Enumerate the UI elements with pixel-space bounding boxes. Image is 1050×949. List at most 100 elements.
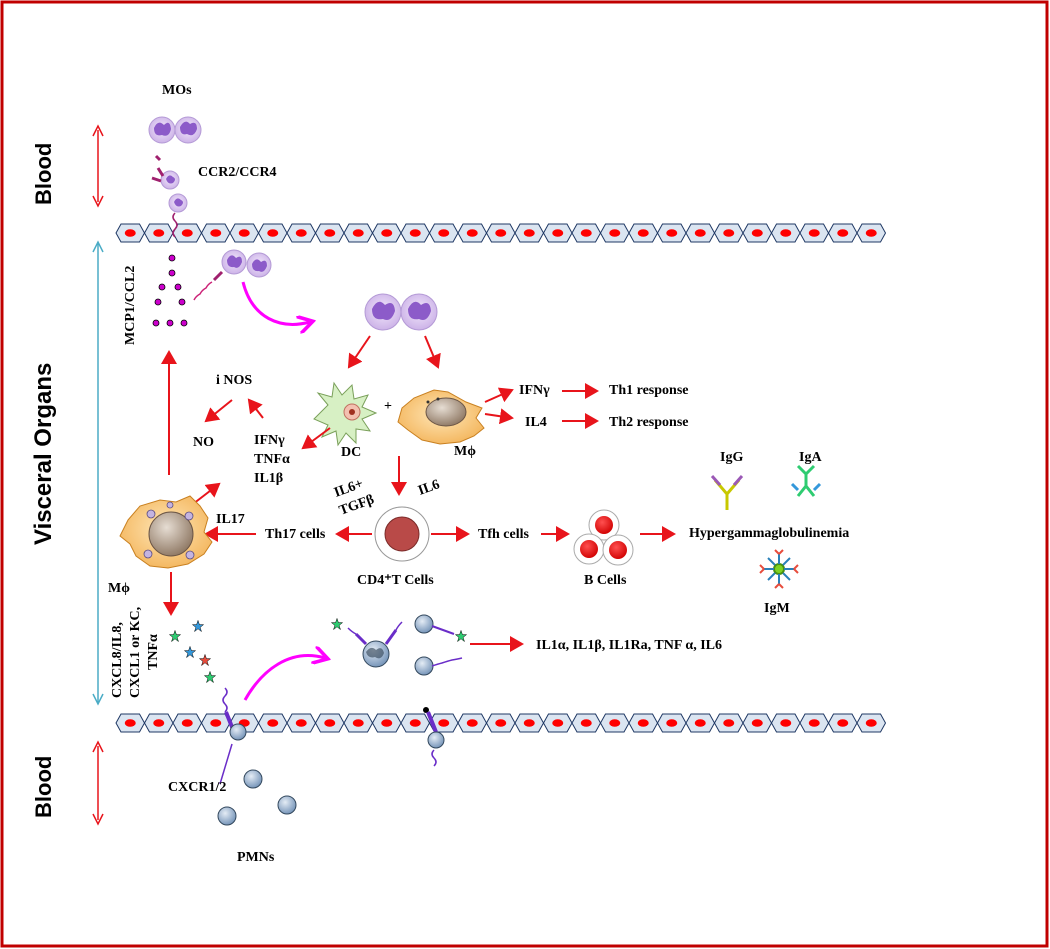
cxcr-label: CXCR1/2: [168, 780, 226, 795]
igg-label: IgG: [720, 450, 743, 465]
cxcl-label-2: CXCL1 or KC,: [128, 607, 143, 698]
endothelial-nucleus: [409, 719, 421, 727]
endothelial-nucleus: [865, 229, 877, 237]
bcells-label: B Cells: [584, 573, 627, 588]
mos-label: MOs: [162, 83, 192, 98]
monocyte-pair-blood: [148, 116, 202, 144]
il1b-left-label: IL1β: [254, 471, 283, 486]
endothelial-nucleus: [495, 229, 507, 237]
endothelial-nucleus: [295, 229, 307, 237]
neutrophil-activated-upper: [414, 614, 455, 635]
endothelial-nucleus: [780, 719, 792, 727]
blood-bottom-label: Blood: [31, 756, 56, 818]
endothelial-nucleus: [523, 719, 535, 727]
mphi-left-label: Mϕ: [108, 581, 130, 596]
endothelial-nucleus: [210, 719, 222, 727]
dc-label: DC: [341, 445, 361, 460]
endothelial-nucleus: [865, 719, 877, 727]
mphi-top-label: Mϕ: [454, 444, 476, 459]
neutrophil-activated-lower: [414, 656, 463, 676]
endothelial-nucleus: [666, 719, 678, 727]
endothelial-nucleus: [352, 719, 364, 727]
endothelial-nucleus: [124, 719, 136, 727]
neutrophil-right-membrane: [423, 707, 445, 767]
iga-antibody: [790, 464, 822, 497]
endothelial-nucleus: [466, 719, 478, 727]
side-arrow-top: [92, 124, 104, 208]
endothelial-nucleus: [808, 229, 820, 237]
il6-label: IL6: [416, 477, 442, 499]
monocyte-receptor-group: [151, 154, 188, 238]
ifng-right-label: IFNγ: [519, 383, 550, 398]
cxcl-label-1: CXCL8/IL8,: [110, 622, 125, 698]
tnfa-left-label: TNFα: [254, 452, 290, 467]
hyper-label: Hypergammaglobulinemia: [689, 526, 849, 541]
endothelial-nucleus: [210, 229, 222, 237]
mcp-label: MCP1/CCL2: [123, 266, 138, 345]
cytokines-label: IL1α, IL1β, IL1Ra, TNF α, IL6: [536, 638, 722, 653]
endothelial-nucleus: [780, 229, 792, 237]
cxcl-label-3: TNFα: [146, 634, 161, 670]
endothelial-nucleus: [637, 229, 649, 237]
tfh-label: Tfh cells: [478, 527, 529, 542]
endothelium-top: [115, 223, 887, 243]
side-arrow-middle: [92, 240, 104, 706]
endothelial-nucleus: [751, 229, 763, 237]
ifng-left-label: IFNγ: [254, 433, 285, 448]
neutrophil-activated-center: [347, 621, 403, 668]
endothelial-nucleus: [466, 229, 478, 237]
endothelial-nucleus: [723, 719, 735, 727]
pathway-arrows: [161, 335, 676, 652]
neutrophils-blood: [217, 769, 297, 826]
chemokine-stars: [168, 617, 468, 684]
endothelial-nucleus: [124, 229, 136, 237]
endothelial-nucleus: [267, 229, 279, 237]
dendritic-cell: [313, 381, 378, 447]
b-cells: [573, 509, 634, 566]
endothelial-nucleus: [153, 229, 165, 237]
endothelial-nucleus: [694, 719, 706, 727]
iga-label: IgA: [799, 450, 822, 465]
endothelial-nucleus: [438, 229, 450, 237]
endothelial-nucleus: [381, 229, 393, 237]
inos-label: i NOS: [216, 373, 252, 388]
endothelial-nucleus: [153, 719, 165, 727]
endothelial-nucleus: [666, 229, 678, 237]
ccr-label: CCR2/CCR4: [198, 165, 277, 180]
monocyte-pair-central: [364, 293, 438, 331]
endothelial-nucleus: [324, 229, 336, 237]
il4-label: IL4: [525, 415, 547, 430]
endothelial-nucleus: [438, 719, 450, 727]
endothelial-nucleus: [523, 229, 535, 237]
endothelial-nucleus: [267, 719, 279, 727]
macrophage-top: [397, 389, 485, 445]
endothelial-nucleus: [352, 229, 364, 237]
il17-label: IL17: [216, 512, 245, 527]
endothelial-nucleus: [324, 719, 336, 727]
endothelial-nucleus: [609, 229, 621, 237]
chemokine-dots: [152, 254, 188, 327]
plus-sign: +: [384, 399, 392, 414]
igm-label: IgM: [764, 601, 790, 616]
no-label: NO: [193, 435, 214, 450]
th2-label: Th2 response: [609, 415, 688, 430]
visceral-organs-label: Visceral Organs: [30, 363, 57, 545]
endothelial-nucleus: [637, 719, 649, 727]
endothelial-nucleus: [723, 229, 735, 237]
th17-label: Th17 cells: [265, 527, 326, 542]
endothelial-nucleus: [295, 719, 307, 727]
endothelial-nucleus: [808, 719, 820, 727]
igg-antibody: [710, 475, 744, 510]
th1-label: Th1 response: [609, 383, 688, 398]
endothelial-nucleus: [181, 229, 193, 237]
migration-arrow-bottom: [243, 656, 325, 701]
endothelial-nucleus: [694, 229, 706, 237]
side-arrow-bottom: [92, 740, 104, 826]
blood-top-label: Blood: [31, 143, 56, 205]
neutrophil-transmigrating: [219, 687, 247, 785]
cd4-t-cell: [374, 506, 430, 562]
endothelial-nucleus: [751, 719, 763, 727]
